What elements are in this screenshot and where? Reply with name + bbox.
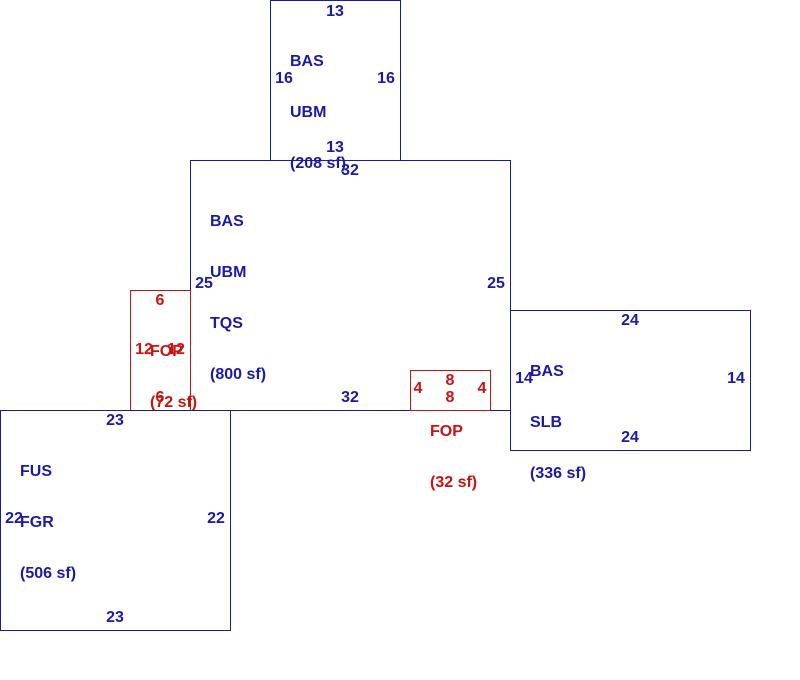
- section-porch-right-code: FOP: [430, 423, 463, 440]
- section-porch-left-label: FOP (72 sf): [150, 309, 197, 445]
- section-porch-left-area: (72 sf): [150, 394, 198, 411]
- section-slab-outline: [510, 310, 751, 451]
- section-slab-code-2: SLB: [530, 414, 562, 431]
- section-porch-right-dim-right: 4: [477, 380, 487, 397]
- section-porch-left-dim-left: 12: [135, 341, 153, 358]
- section-upper-dim-right: 16: [377, 70, 395, 87]
- section-middle-dim-left: 25: [195, 275, 213, 292]
- section-upper-code-1: BAS: [290, 53, 324, 70]
- section-upper-dim-top: 13: [326, 3, 344, 20]
- section-porch-right-dim-top: 8: [445, 372, 455, 389]
- section-upper-dim-left: 16: [275, 70, 293, 87]
- section-slab-dim-right: 14: [727, 370, 745, 387]
- section-upper-label: BAS UBM (208 sf): [290, 19, 346, 206]
- section-slab-area: (336 sf): [530, 465, 587, 482]
- section-garage-label: FUS FGR (506 sf): [20, 429, 76, 616]
- section-middle-outline: [190, 160, 511, 411]
- section-garage-area: (506 sf): [20, 565, 77, 582]
- section-slab-dim-top: 24: [621, 312, 639, 329]
- section-garage-dim-top: 23: [106, 412, 124, 429]
- section-upper-dim-bottom: 13: [326, 139, 344, 156]
- section-garage-code-2: FGR: [20, 514, 54, 531]
- section-middle-code-2: UBM: [210, 264, 247, 281]
- section-middle-dim-top: 32: [341, 162, 359, 179]
- section-middle-dim-right: 25: [487, 275, 505, 292]
- section-porch-right-outline: [410, 370, 491, 411]
- section-middle-code-3: TQS: [210, 315, 243, 332]
- section-slab-label: BAS SLB (336 sf): [530, 329, 586, 516]
- section-porch-left-dim-top: 6: [155, 292, 165, 309]
- section-garage-dim-right: 22: [207, 510, 225, 527]
- section-porch-right-dim-left: 4: [413, 380, 423, 397]
- section-middle-label: BAS UBM TQS (800 sf): [210, 179, 266, 417]
- section-garage-outline: [0, 410, 231, 631]
- section-upper-code-2: UBM: [290, 104, 327, 121]
- section-porch-left-dim-right: 12: [167, 341, 185, 358]
- section-slab-dim-left: 14: [515, 370, 533, 387]
- section-porch-left-dim-bottom: 6: [155, 389, 165, 406]
- section-porch-right-area: (32 sf): [430, 474, 478, 491]
- section-garage-dim-bottom: 23: [106, 609, 124, 626]
- section-upper-area: (208 sf): [290, 155, 347, 172]
- section-porch-left-code: FOP: [150, 343, 183, 360]
- section-porch-right-dim-bottom: 8: [445, 389, 455, 406]
- section-slab-code-1: BAS: [530, 363, 564, 380]
- section-middle-area: (800 sf): [210, 366, 267, 383]
- section-middle-code-1: BAS: [210, 213, 244, 230]
- section-slab-dim-bottom: 24: [621, 429, 639, 446]
- section-middle-dim-bottom: 32: [341, 389, 359, 406]
- section-garage-dim-left: 22: [5, 510, 23, 527]
- section-porch-right-label: FOP (32 sf): [430, 389, 477, 525]
- section-garage-code-1: FUS: [20, 463, 52, 480]
